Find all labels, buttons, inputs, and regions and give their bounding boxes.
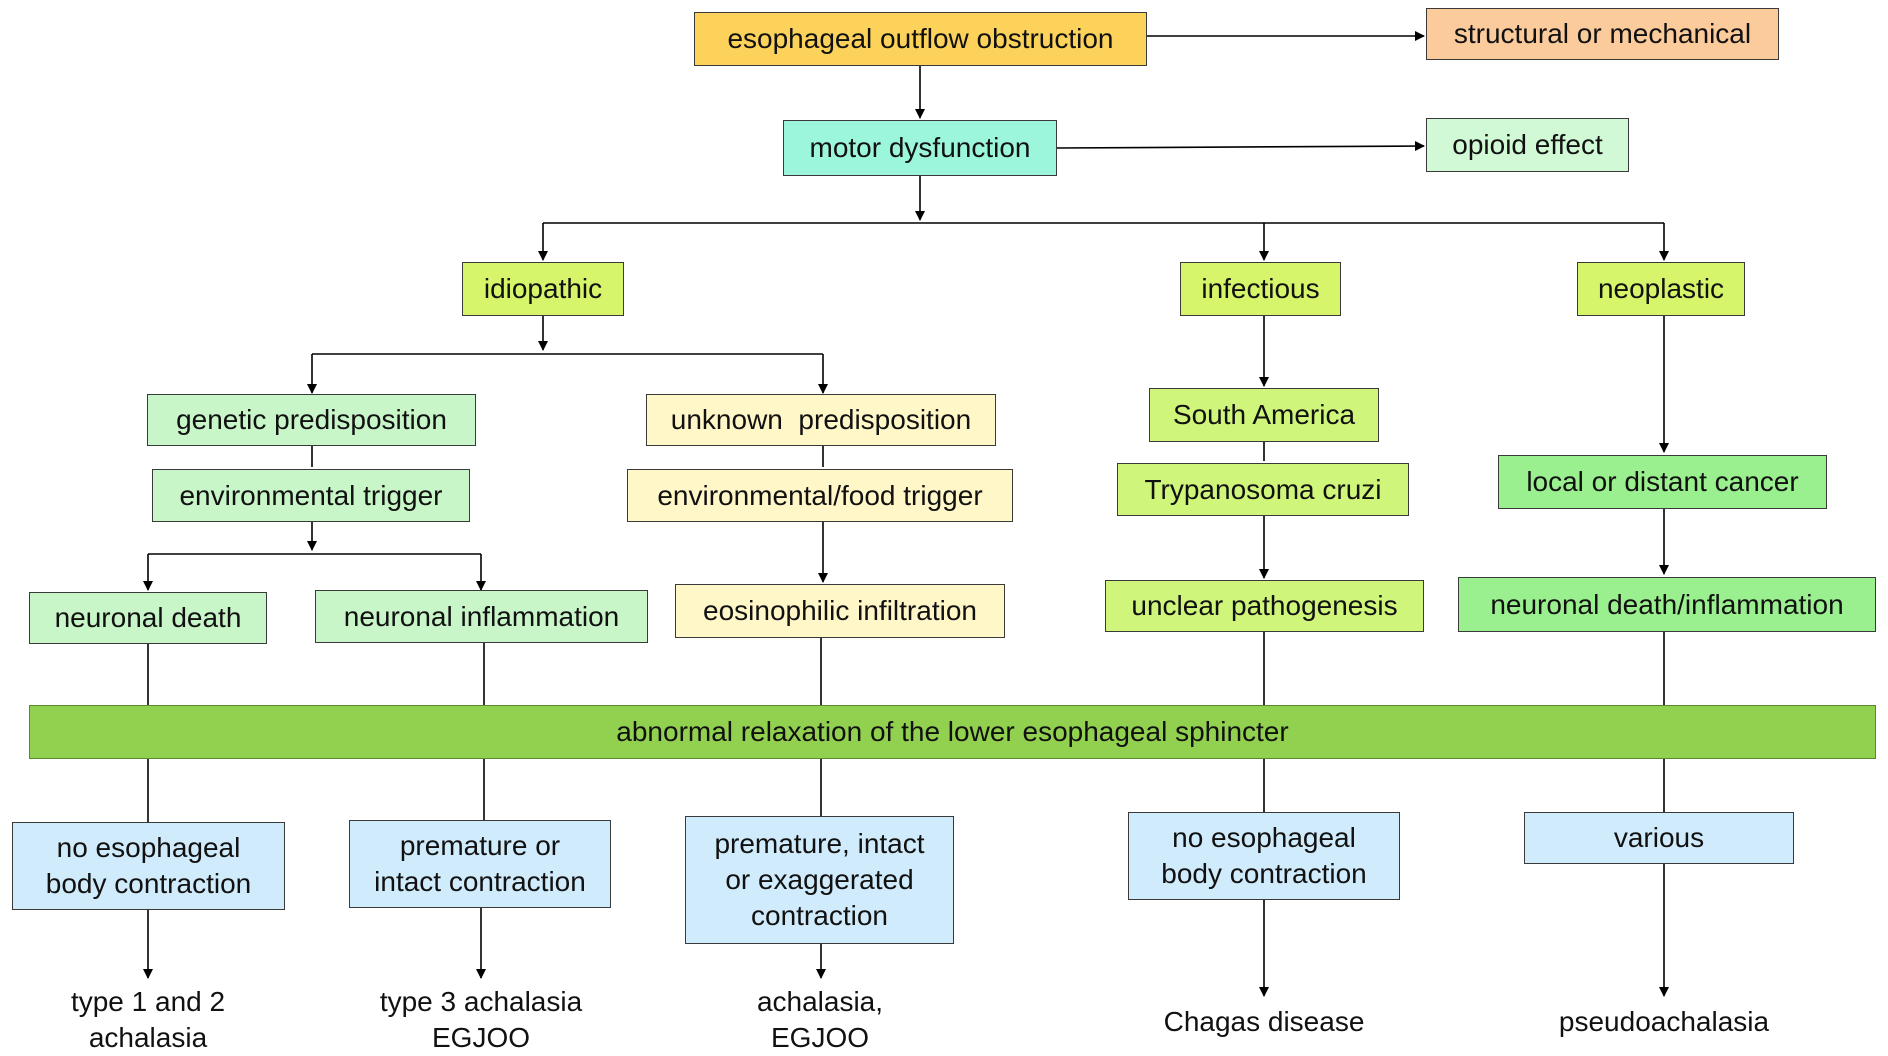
box-local-or-distant-cancer: local or distant cancer	[1498, 455, 1827, 509]
outcome-achalasia-egjoo: achalasia, EGJOO	[700, 984, 940, 1056]
label-env-food-trigger: environmental/food trigger	[657, 479, 983, 511]
box-opioid-effect: opioid effect	[1426, 118, 1629, 172]
box-south-america: South America	[1149, 388, 1379, 442]
label-cancer: local or distant cancer	[1526, 466, 1799, 497]
box-unclear-pathogenesis: unclear pathogenesis	[1105, 580, 1424, 632]
label-neuronal-death: neuronal death	[54, 602, 242, 633]
box-environmental-trigger: environmental trigger	[152, 469, 470, 522]
c1-line-1: no esophageal	[56, 832, 241, 863]
box-neuronal-death: neuronal death	[29, 592, 267, 644]
box-unknown-predisposition: unknown predisposition	[646, 394, 996, 446]
box-contraction-2: premature or intact contraction	[349, 820, 611, 908]
box-neuronal-death-inflammation: neuronal death/inflammation	[1458, 577, 1876, 632]
box-genetic-predisposition: genetic predisposition	[147, 394, 476, 446]
label-idiopathic: idiopathic	[483, 273, 603, 304]
label-infectious: infectious	[1201, 273, 1320, 304]
label-trypanosoma: Trypanosoma cruzi	[1144, 473, 1382, 505]
box-contraction-5: various	[1524, 812, 1794, 864]
label-pathogenesis: unclear pathogenesis	[1131, 590, 1398, 621]
label-structural: structural or mechanical	[1453, 18, 1752, 49]
box-neuronal-inflammation: neuronal inflammation	[315, 590, 648, 643]
o3-line-1: achalasia,	[756, 986, 884, 1017]
box-eosinophilic-infiltration: eosinophilic infiltration	[675, 584, 1005, 638]
c2-line-1: premature or	[399, 830, 561, 861]
outcome-type-3-achalasia: type 3 achalasia EGJOO	[340, 984, 622, 1056]
o2-line-1: type 3 achalasia	[379, 986, 583, 1017]
label-obstruction: esophageal outflow obstruction	[727, 23, 1114, 54]
outcome-type-1-2-achalasia: type 1 and 2 achalasia	[28, 984, 268, 1056]
label-env-trigger: environmental trigger	[179, 479, 443, 511]
box-idiopathic: idiopathic	[462, 262, 624, 316]
o3-line-2: EGJOO	[770, 1022, 869, 1053]
box-contraction-1: no esophageal body contraction	[12, 822, 285, 910]
c4-line-1: no esophageal	[1172, 822, 1356, 853]
label-genetic: genetic predisposition	[176, 404, 447, 435]
label-neuronal-neo: neuronal death/inflammation	[1490, 588, 1844, 620]
label-neoplastic: neoplastic	[1597, 273, 1725, 304]
o4-line-1: Chagas disease	[1163, 1006, 1365, 1037]
outcome-chagas-disease: Chagas disease	[1124, 1004, 1404, 1040]
c2-line-2: intact contraction	[374, 866, 586, 897]
o5-line-1: pseudoachalasia	[1558, 1006, 1770, 1037]
box-trypanosoma-cruzi: Trypanosoma cruzi	[1117, 463, 1409, 516]
label-neuronal-inflammation: neuronal inflammation	[343, 600, 620, 632]
box-motor-dysfunction: motor dysfunction	[783, 120, 1057, 176]
o1-line-2: achalasia	[88, 1022, 208, 1053]
c3-line-1: premature, intact	[714, 828, 925, 859]
o1-line-1: type 1 and 2	[70, 986, 226, 1017]
label-south-america: South America	[1172, 399, 1356, 430]
box-esophageal-outflow-obstruction: esophageal outflow obstruction	[694, 12, 1147, 66]
label-opioid: opioid effect	[1452, 129, 1603, 160]
c5-line-1: various	[1613, 822, 1705, 853]
box-infectious: infectious	[1180, 262, 1341, 316]
label-bar: abnormal relaxation of the lower esophag…	[616, 716, 1289, 747]
label-unknown: unknown predisposition	[670, 404, 972, 435]
box-neoplastic: neoplastic	[1577, 262, 1745, 316]
c4-line-2: body contraction	[1161, 858, 1367, 889]
arrow-motor-to-opioid	[1056, 141, 1425, 152]
label-eosinophilic: eosinophilic infiltration	[703, 595, 977, 626]
box-contraction-4: no esophageal body contraction	[1128, 812, 1400, 900]
box-environmental-food-trigger: environmental/food trigger	[627, 469, 1013, 522]
bar-abnormal-les-relaxation: abnormal relaxation of the lower esophag…	[29, 705, 1876, 759]
outcome-pseudoachalasia: pseudoachalasia	[1524, 1004, 1804, 1040]
box-structural-or-mechanical: structural or mechanical	[1426, 8, 1779, 60]
c1-line-2: body contraction	[45, 868, 252, 899]
c3-line-2: or exaggerated	[725, 864, 914, 895]
o2-line-2: EGJOO	[431, 1022, 530, 1053]
box-contraction-3: premature, intact or exaggerated contrac…	[685, 816, 954, 944]
c3-line-3: contraction	[751, 900, 888, 931]
label-motor: motor dysfunction	[809, 132, 1031, 163]
